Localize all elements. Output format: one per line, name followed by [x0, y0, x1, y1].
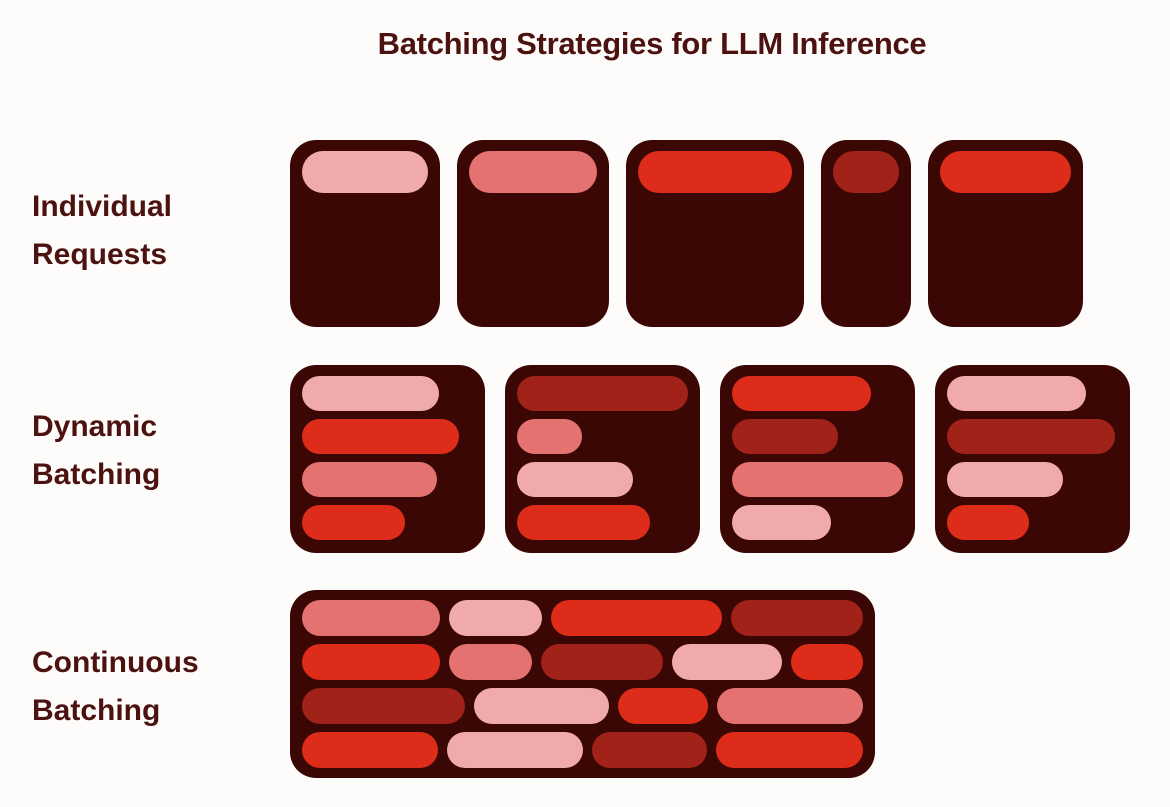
request-pill-pink	[947, 462, 1064, 497]
request-pill-red	[638, 151, 792, 193]
individual-requests-box	[928, 140, 1083, 327]
request-pill-dark	[730, 600, 863, 636]
individual-requests-box	[290, 140, 440, 327]
request-pill-red	[551, 600, 722, 636]
request-pill-pink	[517, 462, 634, 497]
individual-requests-box	[821, 140, 911, 327]
row-label-individual-requests: Individual Requests	[32, 190, 173, 271]
request-pill-red	[791, 644, 863, 680]
request-pill-salmon	[469, 151, 597, 193]
request-pill-red	[732, 376, 871, 411]
request-pill-dark	[833, 151, 899, 193]
continuous-batching-box	[290, 590, 875, 778]
request-pill-dark	[947, 419, 1115, 454]
continuous-batching-pill-row	[302, 732, 863, 768]
continuous-batching-pill-row	[302, 688, 863, 724]
request-pill-salmon	[449, 644, 533, 680]
row-label-dynamic-batching: Dynamic Batching	[32, 410, 161, 491]
request-pill-salmon	[302, 462, 438, 497]
request-pill-red	[940, 151, 1071, 193]
request-pill-pink	[474, 688, 609, 724]
page-title: Batching Strategies for LLM Inference	[377, 26, 927, 61]
request-pill-pink	[302, 376, 439, 411]
request-pill-pink	[947, 376, 1086, 411]
request-pill-pink	[447, 732, 584, 768]
request-pill-red	[302, 732, 439, 768]
request-pill-pink	[732, 505, 832, 540]
request-pill-salmon	[517, 419, 582, 454]
row-label-continuous-batching: Continuous Batching	[32, 646, 199, 727]
request-pill-dark	[302, 688, 466, 724]
request-pill-red	[302, 505, 405, 540]
continuous-batching-boxes	[290, 590, 875, 778]
request-pill-red	[715, 732, 863, 768]
request-pill-pink	[448, 600, 543, 636]
request-pill-dark	[732, 419, 839, 454]
dynamic-batching-box	[505, 365, 700, 553]
request-pill-red	[617, 688, 708, 724]
request-pill-dark	[517, 376, 688, 411]
continuous-batching-pill-row	[302, 600, 863, 636]
individual-requests-box	[457, 140, 609, 327]
dynamic-batching-boxes	[290, 365, 1130, 553]
request-pill-pink	[671, 644, 783, 680]
request-pill-dark	[592, 732, 707, 768]
request-pill-dark	[541, 644, 663, 680]
request-pill-pink	[302, 151, 428, 193]
request-pill-red	[302, 419, 460, 454]
request-pill-red	[302, 644, 441, 680]
individual-requests-boxes	[290, 140, 1083, 327]
request-pill-red	[947, 505, 1030, 540]
individual-requests-box	[626, 140, 804, 327]
request-pill-salmon	[732, 462, 903, 497]
dynamic-batching-box	[290, 365, 485, 553]
request-pill-red	[517, 505, 651, 540]
request-pill-salmon	[302, 600, 440, 636]
request-pill-salmon	[716, 688, 863, 724]
dynamic-batching-box	[935, 365, 1130, 553]
dynamic-batching-box	[720, 365, 915, 553]
continuous-batching-pill-row	[302, 644, 863, 680]
